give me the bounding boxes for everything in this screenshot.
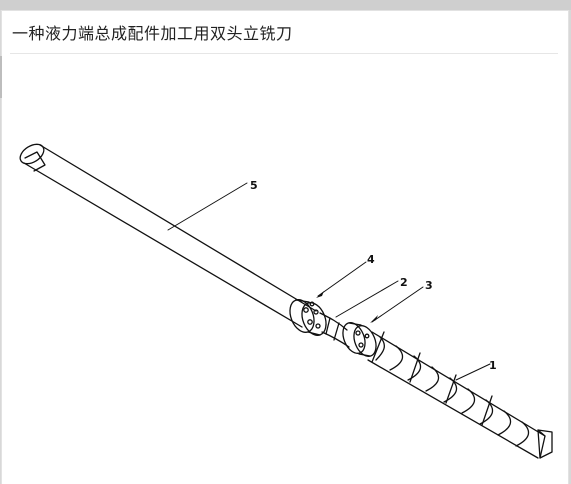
title-divider — [10, 53, 558, 54]
leader-lines — [167, 182, 491, 381]
leader-arrowheads — [316, 291, 378, 323]
part-label-2: 2 — [400, 276, 408, 289]
scrollbar-handle[interactable] — [0, 56, 2, 98]
fluted-cutter-part-1 — [367, 331, 553, 459]
window-top-strip — [0, 0, 571, 10]
page-title: 一种液力端总成配件加工用双头立铣刀 — [12, 24, 293, 43]
content-panel — [1, 10, 569, 484]
shank-body — [19, 143, 317, 328]
part-label-3: 3 — [425, 279, 433, 292]
part-label-1: 1 — [489, 359, 497, 372]
part-label-5: 5 — [250, 179, 258, 192]
collar-part-3 — [342, 322, 377, 357]
part-label-4: 4 — [367, 253, 375, 266]
